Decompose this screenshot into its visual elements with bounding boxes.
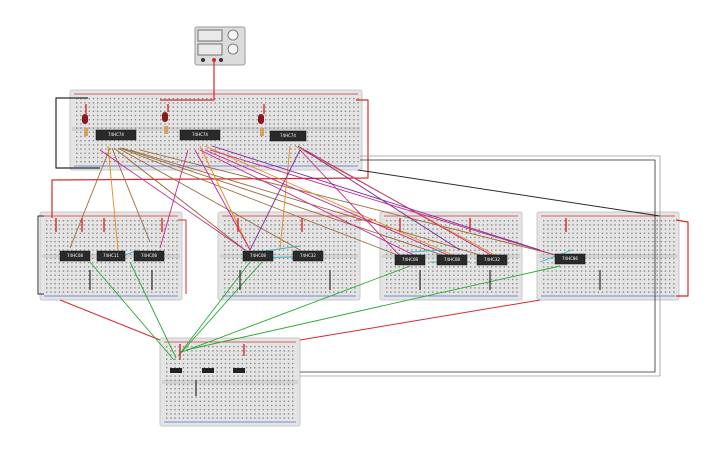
led-1 bbox=[82, 114, 88, 124]
chip-label-c7: 74HC08 bbox=[250, 253, 266, 258]
chip-c3[interactable]: 74HC74 bbox=[269, 130, 307, 142]
wire-green-3[interactable] bbox=[177, 261, 251, 357]
wire-magenta-4[interactable] bbox=[199, 149, 421, 259]
chip-c1[interactable]: 74HC74 bbox=[95, 129, 137, 141]
switch-1[interactable] bbox=[170, 368, 182, 373]
wire-ground-outer[interactable] bbox=[300, 159, 656, 373]
wire-green-2[interactable] bbox=[129, 261, 177, 359]
chip-c8[interactable]: 74HC32 bbox=[292, 250, 324, 262]
wire-magenta-1[interactable] bbox=[99, 149, 246, 251]
chip-label-c5: 74HC11 bbox=[103, 253, 119, 258]
chip-c9[interactable]: 74HC08 bbox=[394, 254, 426, 266]
chip-c10[interactable]: 74HC08 bbox=[436, 254, 468, 266]
chip-label-c4: 74HC08 bbox=[67, 253, 83, 258]
chip-label-c12: 74HC86 bbox=[562, 256, 578, 261]
wire-power-bottom-left[interactable] bbox=[59, 299, 161, 341]
wire-magenta-7[interactable] bbox=[299, 149, 401, 257]
wire-cyan-4[interactable] bbox=[409, 249, 446, 253]
wire-power-right[interactable] bbox=[675, 219, 689, 297]
wire-brown-6[interactable] bbox=[121, 147, 446, 257]
wire-magenta-2[interactable] bbox=[159, 149, 189, 249]
chip-c5[interactable]: 74HC11 bbox=[96, 250, 126, 262]
switch-2[interactable] bbox=[202, 368, 214, 373]
wires-layer bbox=[37, 60, 689, 396]
led-3 bbox=[258, 114, 264, 124]
chip-label-c10: 74HC08 bbox=[444, 257, 460, 262]
wire-green-4[interactable] bbox=[179, 261, 263, 355]
chip-label-c6: 74HC08 bbox=[141, 253, 157, 258]
wire-brown-2[interactable] bbox=[111, 147, 151, 243]
wire-ground-left[interactable] bbox=[55, 97, 100, 169]
resistor-3 bbox=[260, 128, 264, 136]
wire-orange-3[interactable] bbox=[204, 145, 456, 257]
chip-label-c11: 74HC32 bbox=[484, 257, 500, 262]
switch-3[interactable] bbox=[233, 368, 245, 373]
wire-power-bottom-right[interactable] bbox=[299, 299, 541, 341]
power-supply[interactable] bbox=[194, 26, 246, 66]
resistor-2 bbox=[164, 126, 168, 134]
wire-green-1[interactable] bbox=[89, 261, 175, 361]
chip-c12[interactable]: 74HC86 bbox=[554, 253, 586, 265]
led-2 bbox=[162, 112, 168, 122]
wire-magenta-6[interactable] bbox=[209, 149, 566, 259]
wire-green-6[interactable] bbox=[185, 265, 561, 351]
wire-magenta-3[interactable] bbox=[194, 149, 251, 251]
chip-label-c2: 74HC74 bbox=[192, 132, 208, 137]
wire-gray-outer[interactable] bbox=[300, 155, 661, 377]
wire-power-board1[interactable] bbox=[178, 219, 187, 294]
chip-c7[interactable]: 74HC08 bbox=[242, 250, 274, 262]
chip-c11[interactable]: 74HC32 bbox=[476, 254, 508, 266]
wire-orange-1[interactable] bbox=[107, 145, 119, 251]
wire-power-loop[interactable] bbox=[51, 99, 369, 218]
chip-c4[interactable]: 74HC08 bbox=[59, 250, 91, 262]
wire-power-main[interactable] bbox=[160, 60, 215, 101]
wire-green-5[interactable] bbox=[181, 265, 411, 353]
breadboard-bottom bbox=[159, 337, 301, 427]
wire-ground-diag[interactable] bbox=[357, 169, 661, 217]
chip-label-c8: 74HC32 bbox=[300, 253, 316, 258]
wire-purple-2[interactable] bbox=[297, 145, 461, 251]
wire-magenta-5[interactable] bbox=[204, 149, 456, 259]
chip-label-c9: 74HC08 bbox=[402, 257, 418, 262]
wire-magenta-8[interactable] bbox=[304, 149, 501, 261]
wire-brown-1[interactable] bbox=[69, 147, 111, 249]
wire-brown-5[interactable] bbox=[119, 147, 401, 257]
chip-label-c1: 74HC74 bbox=[108, 132, 124, 137]
wire-purple-3[interactable] bbox=[249, 149, 301, 251]
wire-orange-4[interactable] bbox=[279, 145, 291, 251]
resistor-1 bbox=[84, 128, 88, 136]
wire-brown-4[interactable] bbox=[117, 147, 301, 251]
wire-ground-board1[interactable] bbox=[37, 215, 44, 295]
chip-c2[interactable]: 74HC74 bbox=[179, 129, 221, 141]
chip-label-c3: 74HC74 bbox=[280, 133, 296, 138]
wire-brown-3[interactable] bbox=[113, 147, 246, 251]
wire-purple-1[interactable] bbox=[211, 145, 541, 251]
wire-orange-2[interactable] bbox=[199, 145, 251, 251]
chip-c6[interactable]: 74HC08 bbox=[133, 250, 165, 262]
